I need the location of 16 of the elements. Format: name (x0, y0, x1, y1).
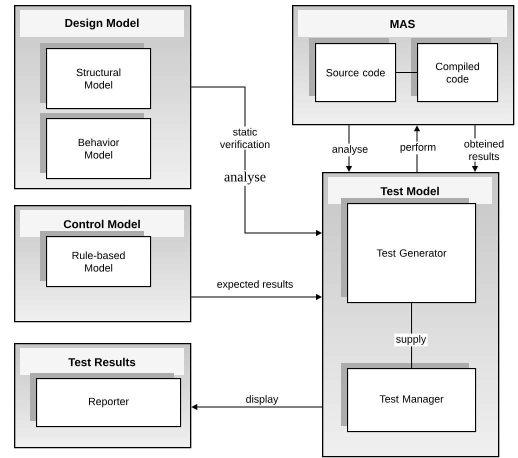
note-text: analyse (222, 170, 268, 186)
process-box: Source code (309, 38, 396, 102)
edge-label: expected results (215, 278, 295, 292)
edge-label: obteined results (458, 138, 510, 162)
process-box: Reporter (30, 373, 182, 428)
process-box: Test Manager (341, 363, 476, 432)
edge-label: perform (398, 142, 438, 154)
process-box: Behavior Model (40, 113, 152, 180)
process-box: Test Generator (341, 198, 476, 304)
process-box: Rule-based Model (40, 231, 152, 288)
edge-label: analyse (330, 144, 370, 156)
process-box: Structural Model (40, 43, 152, 110)
edge-label: display (244, 394, 280, 406)
edge-label: static verification (212, 126, 278, 150)
edge-label: supply (394, 334, 428, 346)
process-box: Compiled code (411, 38, 498, 102)
